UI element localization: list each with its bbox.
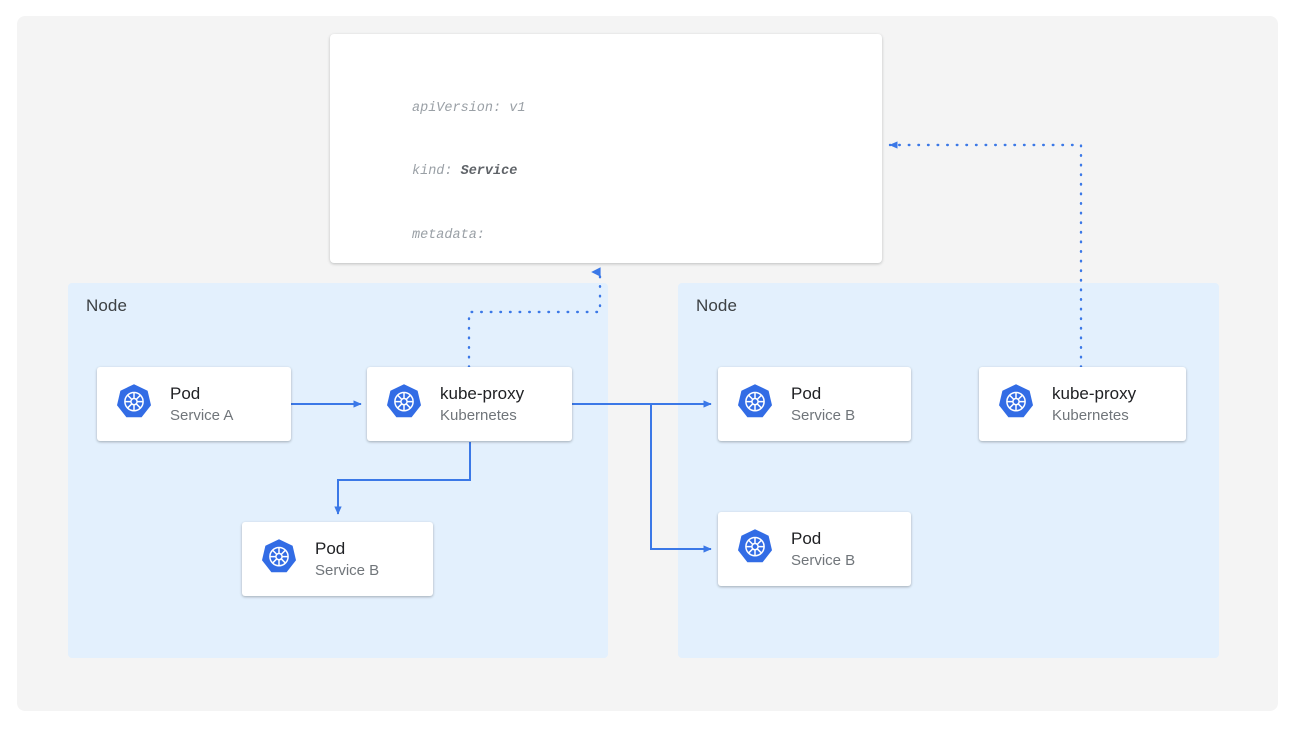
card-text: kube-proxy Kubernetes — [1052, 385, 1136, 423]
yaml-line: metadata: — [412, 228, 485, 244]
card-subtitle: Kubernetes — [1052, 407, 1129, 424]
card-title: Pod — [791, 529, 822, 548]
card-kube-proxy-left[interactable]: kube-proxy Kubernetes — [367, 367, 572, 441]
card-subtitle: Service B — [315, 562, 380, 579]
card-subtitle: Kubernetes — [440, 407, 517, 424]
yaml-line: kind: Service — [412, 164, 518, 180]
card-subtitle: Service B — [791, 407, 856, 424]
card-pod-service-b-right-bottom[interactable]: Pod Service B — [718, 512, 911, 586]
node-container-right — [678, 283, 1219, 658]
card-pod-service-a[interactable]: Pod Service A — [97, 367, 291, 441]
card-text: kube-proxy Kubernetes — [440, 385, 524, 423]
node-label-right: Node — [696, 296, 738, 315]
card-title: Pod — [170, 384, 201, 403]
card-text: Pod Service B — [791, 530, 855, 568]
card-text: Pod Service B — [315, 540, 379, 578]
kubernetes-icon — [735, 527, 775, 572]
card-title: kube-proxy — [440, 384, 525, 403]
node-label-left: Node — [86, 296, 128, 315]
service-spec-yaml: apiVersion: v1 kind: Service metadata: n… — [412, 55, 744, 263]
card-text: Pod Service B — [791, 385, 855, 423]
kubernetes-icon — [384, 382, 424, 427]
card-subtitle: Service B — [791, 552, 856, 569]
kubernetes-icon — [259, 537, 299, 582]
service-spec-card: apiVersion: v1 kind: Service metadata: n… — [330, 34, 882, 263]
kubernetes-icon — [114, 382, 154, 427]
card-pod-service-b-right-top[interactable]: Pod Service B — [718, 367, 911, 441]
card-subtitle: Service A — [170, 407, 234, 424]
kubernetes-icon — [735, 382, 775, 427]
card-kube-proxy-right[interactable]: kube-proxy Kubernetes — [979, 367, 1186, 441]
yaml-line: apiVersion: v1 — [412, 100, 526, 116]
node-container-left — [68, 283, 608, 658]
card-title: Pod — [315, 539, 346, 558]
card-title: kube-proxy — [1052, 384, 1137, 403]
card-pod-service-b-left[interactable]: Pod Service B — [242, 522, 433, 596]
card-text: Pod Service A — [170, 385, 233, 423]
card-title: Pod — [791, 384, 822, 403]
kubernetes-icon — [996, 382, 1036, 427]
